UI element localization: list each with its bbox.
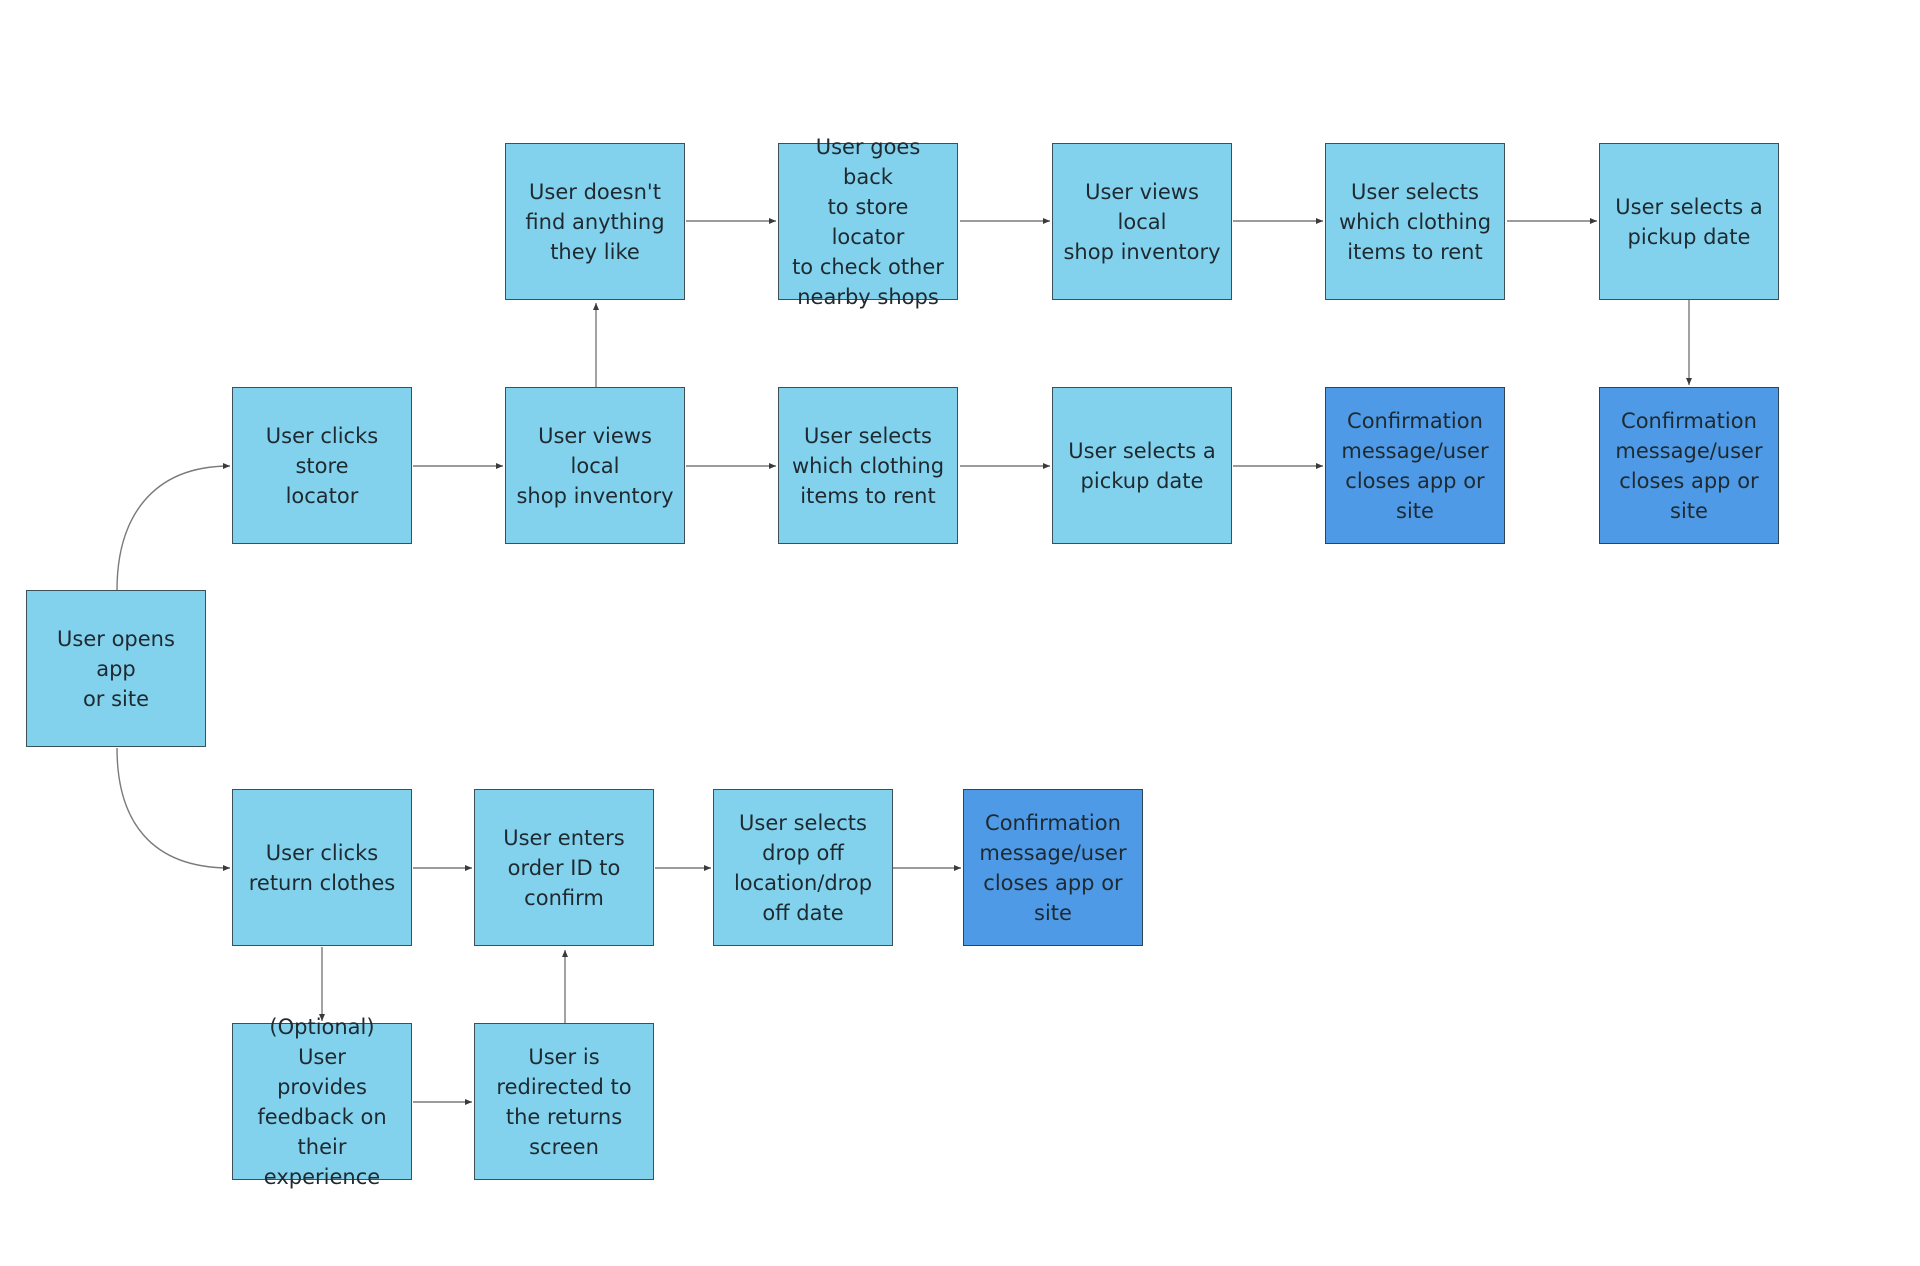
node-label: User selects a pickup date [1068, 438, 1216, 493]
edge-open-to-return-clothes [116, 747, 231, 871]
node-views-shop-inventory-2: User views local shop inventory [1052, 143, 1232, 300]
node-selects-pickup-date-2: User selects a pickup date [1599, 143, 1779, 300]
node-confirmation-2: Confirmation message/user closes app or … [1599, 387, 1779, 544]
node-label: Confirmation message/user closes app or … [1341, 408, 1489, 523]
node-user-opens-app: User opens app or site [26, 590, 206, 747]
node-selects-drop-off: User selects drop off location/drop off … [713, 789, 893, 946]
node-label: User selects which clothing items to ren… [1338, 179, 1492, 264]
node-enters-order-id: User enters order ID to confirm [474, 789, 654, 946]
node-label: User views local shop inventory [516, 423, 674, 508]
node-label: User clicks return clothes [248, 840, 396, 895]
node-label: User clicks store locator [265, 423, 379, 508]
node-views-shop-inventory: User views local shop inventory [505, 387, 685, 544]
node-label: User selects drop off location/drop off … [733, 810, 873, 925]
node-label: User is redirected to the returns screen [496, 1044, 632, 1159]
node-label: User selects which clothing items to ren… [791, 423, 945, 508]
node-redirected-to-returns: User is redirected to the returns screen [474, 1023, 654, 1180]
node-doesnt-find-anything: User doesn't find anything they like [505, 143, 685, 300]
node-label: User opens app or site [57, 626, 175, 711]
node-label: User views local shop inventory [1063, 179, 1221, 264]
node-clicks-store-locator: User clicks store locator [232, 387, 412, 544]
node-label: (Optional) User provides feedback on the… [257, 1014, 387, 1189]
node-optional-feedback: (Optional) User provides feedback on the… [232, 1015, 412, 1189]
node-label: User goes back to store locator to check… [792, 134, 944, 309]
node-selects-clothing-items-2: User selects which clothing items to ren… [1325, 143, 1505, 300]
node-confirmation-1: Confirmation message/user closes app or … [1325, 387, 1505, 544]
node-selects-pickup-date: User selects a pickup date [1052, 387, 1232, 544]
node-label: User selects a pickup date [1615, 194, 1763, 249]
node-selects-clothing-items: User selects which clothing items to ren… [778, 387, 958, 544]
node-label: Confirmation message/user closes app or … [979, 810, 1127, 925]
node-clicks-return-clothes: User clicks return clothes [232, 789, 412, 946]
edge-open-to-store-locator [116, 463, 231, 591]
node-label: Confirmation message/user closes app or … [1615, 408, 1763, 523]
node-goes-back-to-store-locator: User goes back to store locator to check… [778, 135, 958, 309]
node-label: User enters order ID to confirm [503, 825, 625, 910]
node-confirmation-3: Confirmation message/user closes app or … [963, 789, 1143, 946]
node-label: User doesn't find anything they like [525, 179, 665, 264]
